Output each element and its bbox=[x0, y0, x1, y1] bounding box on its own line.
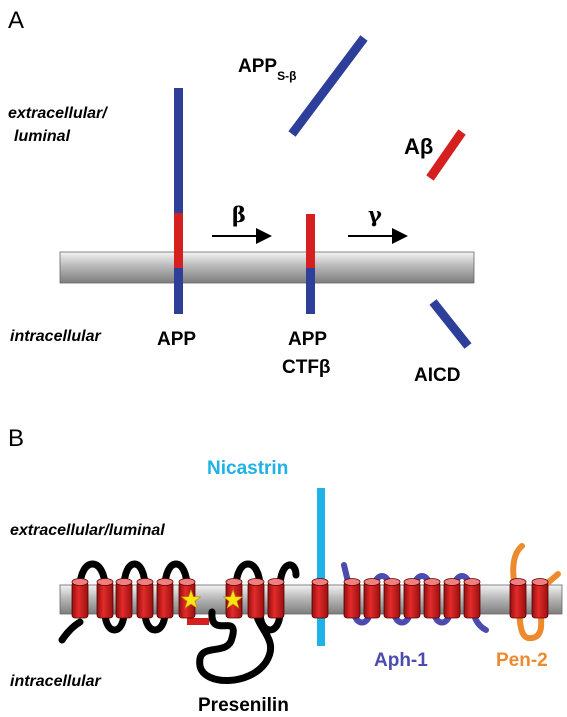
apps-beta-label: APPS-β bbox=[238, 56, 296, 83]
app-ctf-beta bbox=[306, 214, 315, 314]
aph1-helices bbox=[343, 578, 481, 619]
panel-a-intracellular-label: intracellular bbox=[10, 328, 101, 345]
ctf-label-line2: CTFβ bbox=[282, 357, 331, 378]
nicastrin-helix bbox=[311, 578, 329, 619]
gamma-symbol: γ bbox=[368, 202, 382, 227]
catalytic-site-star-2 bbox=[222, 589, 244, 609]
aph1-label: Aph-1 bbox=[374, 650, 428, 671]
nicastrin-stalk bbox=[317, 488, 325, 646]
panel-b-letter: B bbox=[8, 425, 24, 452]
ctf-label-line1: APP bbox=[288, 329, 327, 350]
panel-a-letter: A bbox=[8, 7, 24, 34]
aicd-label: AICD bbox=[414, 365, 460, 386]
presenilin-helices bbox=[71, 578, 285, 619]
panel-a-extracellular-label-line2: luminal bbox=[14, 128, 71, 145]
panel-a: A extracellular/ luminal intracellular A… bbox=[8, 7, 475, 386]
nicastrin-label: Nicastrin bbox=[207, 458, 288, 479]
catalytic-site-star-1 bbox=[180, 589, 202, 609]
panel-b-membrane bbox=[59, 584, 563, 615]
panel-a-membrane bbox=[59, 251, 475, 284]
app-full-length bbox=[174, 88, 183, 314]
aicd-fragment bbox=[429, 299, 472, 349]
panel-b-extracellular-label: extracellular/luminal bbox=[10, 522, 165, 539]
apps-beta-fragment bbox=[288, 35, 368, 137]
panel-b-intracellular-label: intracellular bbox=[10, 673, 101, 690]
panel-a-extracellular-label-line1: extracellular/ bbox=[8, 105, 108, 122]
pen2-helices bbox=[509, 578, 549, 619]
presenilin-cleavage-segment bbox=[187, 618, 209, 625]
abeta-fragment bbox=[426, 129, 466, 181]
pen2-label: Pen-2 bbox=[496, 650, 548, 671]
presenilin-label: Presenilin bbox=[198, 695, 289, 716]
app-label: APP bbox=[157, 329, 196, 350]
panel-b: B extracellular/luminal intracellular bbox=[8, 425, 563, 716]
apps-beta-subscript: S-β bbox=[277, 69, 296, 83]
beta-symbol: β bbox=[232, 202, 246, 227]
abeta-label: Aβ bbox=[404, 134, 433, 159]
